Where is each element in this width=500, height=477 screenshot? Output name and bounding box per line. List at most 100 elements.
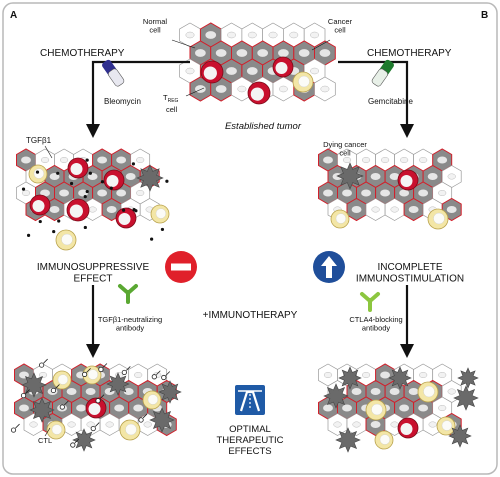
ctl-cell — [121, 369, 127, 376]
cell-nucleus — [66, 387, 77, 396]
left-immuno-arrow — [86, 285, 100, 358]
treg-cell-label: TREG — [163, 93, 179, 104]
tgfb1-dot — [150, 237, 154, 241]
cell-nucleus — [97, 189, 108, 197]
cell-nucleus — [215, 85, 227, 93]
cell-nucleus — [116, 189, 127, 197]
treg-nucleus — [250, 87, 264, 101]
dying-cancer-cell — [136, 164, 164, 192]
cell-nucleus — [361, 372, 371, 378]
immune-nucleus — [57, 374, 69, 385]
cell-nucleus — [88, 206, 97, 213]
cell-nucleus — [351, 205, 362, 214]
established-tumor-cluster — [179, 22, 336, 105]
dying-cancer-cell — [29, 397, 55, 423]
normal-cell-pointer — [171, 39, 196, 49]
cell-nucleus — [419, 372, 428, 378]
ctl-cell — [151, 374, 157, 380]
tgfb1-dot — [35, 170, 40, 174]
cell-nucleus — [268, 31, 278, 39]
established-tumor-caption: Established tumor — [225, 121, 302, 132]
cell-nucleus — [320, 85, 330, 93]
immunotherapy-label: +IMMUNOTHERAPY — [203, 310, 298, 321]
ctl-cell — [95, 398, 101, 404]
cell-nucleus — [59, 157, 69, 163]
cell-nucleus — [389, 172, 400, 181]
cell-nucleus — [257, 49, 269, 57]
cell-nucleus — [380, 157, 390, 163]
cell-nucleus — [185, 67, 195, 75]
stop-sign-icon — [165, 251, 197, 283]
cell-nucleus — [342, 157, 352, 163]
cell-nucleus — [310, 31, 320, 39]
bleomycin-vial-icon — [102, 59, 125, 87]
right-treated-cluster — [318, 363, 479, 453]
panel-label-a: A — [10, 10, 17, 21]
cell-nucleus — [136, 190, 145, 196]
cell-nucleus — [361, 189, 372, 197]
cell-nucleus — [123, 387, 134, 396]
treg-nucleus — [203, 66, 217, 80]
treg-pointer — [185, 87, 205, 97]
tgfb1-dot — [38, 219, 42, 224]
dying-cancer-cell — [72, 428, 96, 452]
cell-nucleus — [21, 190, 31, 196]
tgfb1-dot — [69, 181, 74, 186]
tgfb1-dot — [100, 180, 105, 184]
dying-cancer-cell — [448, 424, 472, 448]
tgfb1-dot — [83, 225, 87, 230]
cell-nucleus — [342, 404, 352, 412]
ctla4-antibody-icon — [360, 292, 380, 312]
cell-nucleus — [298, 49, 310, 57]
cell-nucleus — [399, 404, 410, 412]
treg-nucleus — [69, 204, 83, 218]
cell-nucleus — [40, 157, 50, 163]
left-treated-cluster — [10, 358, 182, 452]
tgfb1-dot — [57, 219, 61, 223]
tgfb1-dot — [52, 229, 56, 234]
cell-nucleus — [438, 190, 447, 196]
cell-nucleus — [310, 67, 320, 75]
cell-nucleus — [370, 420, 381, 429]
cell-nucleus — [323, 404, 333, 412]
ctl-arrow — [64, 400, 69, 406]
right-chemo-arrow — [338, 60, 414, 138]
cell-nucleus — [105, 421, 114, 428]
right-chemotherapy-label: CHEMOTHERAPY — [367, 48, 452, 59]
left-chemotherapy-label: CHEMOTHERAPY — [40, 48, 125, 59]
ctl-cell — [138, 417, 144, 423]
ctl-arrow — [15, 423, 20, 429]
cell-nucleus — [380, 371, 391, 379]
tgfb1-dot — [26, 233, 31, 237]
gemcitabine-vial-icon — [371, 59, 394, 87]
ctl-arrow — [25, 389, 30, 394]
ctl-arrow — [102, 363, 108, 368]
dying-cancer-cell — [457, 367, 479, 389]
cell-nucleus — [226, 67, 237, 75]
cell-nucleus — [143, 421, 152, 428]
ctl-arrow — [43, 358, 48, 364]
cell-nucleus — [278, 85, 288, 93]
dying-cancer-cell — [149, 407, 175, 433]
cell-nucleus — [215, 49, 227, 57]
highway-sign-icon — [235, 385, 265, 415]
ctl-cell — [82, 371, 88, 377]
immune-nucleus — [87, 369, 99, 380]
ctl-arrow — [55, 384, 60, 389]
tgfb1-dot — [121, 208, 126, 212]
cell-nucleus — [427, 172, 438, 181]
cell-nucleus — [38, 372, 48, 378]
treg-nucleus — [275, 62, 288, 74]
cell-nucleus — [437, 156, 448, 164]
cell-nucleus — [351, 387, 362, 396]
cell-nucleus — [85, 387, 96, 396]
cell-nucleus — [194, 49, 206, 57]
treg-cell-label-tail: cell — [166, 105, 178, 114]
treg-nucleus — [118, 213, 131, 225]
tgfb1-dot — [21, 187, 26, 191]
